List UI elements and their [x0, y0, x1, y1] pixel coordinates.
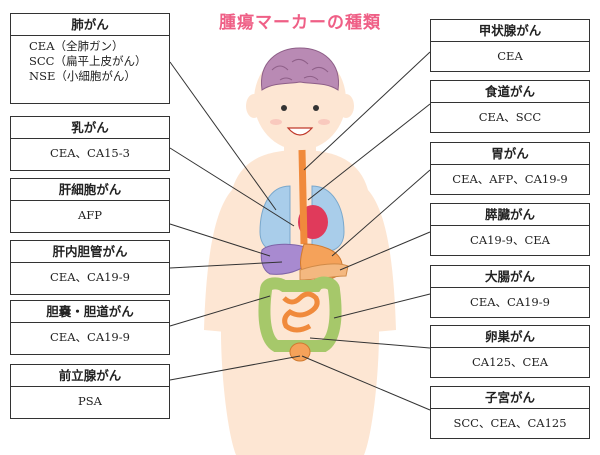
marker-text: SCC（扁平上皮がん）: [29, 54, 147, 68]
box-title: 膵臓がん: [431, 204, 589, 226]
diagram-title: 腫瘍マーカーの種類: [219, 13, 381, 33]
colorectal-cancer-box: 大腸がん CEA、CA19-9: [430, 265, 590, 318]
esophagus: [298, 149, 308, 245]
marker-text: CA125、CEA: [471, 355, 549, 369]
marker-text: CEA: [497, 49, 523, 63]
box-title: 肝内胆管がん: [11, 241, 169, 263]
uterine-cancer-box: 子宮がん SCC、CEA、CA125: [430, 386, 590, 439]
box-title: 肝細胞がん: [11, 179, 169, 201]
intrahepatic-bile-duct-cancer-box: 肝内胆管がん CEA、CA19-9: [10, 240, 170, 295]
left-arm: [204, 190, 236, 332]
right-arm: [364, 190, 396, 332]
liver-cell-cancer-box: 肝細胞がん AFP: [10, 178, 170, 233]
marker-text: AFP: [77, 208, 103, 222]
gallbladder-bile-duct-cancer-box: 胆嚢・胆道がん CEA、CA19-9: [10, 300, 170, 355]
box-title: 甲状腺がん: [431, 20, 589, 42]
marker-text: CEA、CA19-9: [50, 330, 130, 344]
marker-text: CEA、SCC: [478, 110, 542, 124]
box-title: 胃がん: [431, 143, 589, 165]
marker-text: NSE（小細胞がん）: [29, 69, 136, 83]
marker-text: CEA、AFP、CA19-9: [452, 172, 568, 186]
prostate-cancer-box: 前立腺がん PSA: [10, 364, 170, 419]
box-title: 食道がん: [431, 81, 589, 103]
box-title: 子宮がん: [431, 387, 589, 409]
pancreas: [299, 263, 349, 281]
marker-text: CEA（全肺ガン）: [29, 39, 124, 53]
marker-text: CEA、CA19-9: [50, 270, 130, 284]
box-title: 乳がん: [11, 117, 169, 139]
breast-cancer-box: 乳がん CEA、CA15-3: [10, 116, 170, 171]
lung-cancer-box: 肺がん CEA（全肺ガン） SCC（扁平上皮がん） NSE（小細胞がん）: [10, 13, 170, 104]
marker-text: CA19-9、CEA: [470, 233, 550, 247]
box-title: 前立腺がん: [11, 365, 169, 387]
large-intestine: [258, 276, 342, 352]
box-title: 胆嚢・胆道がん: [11, 301, 169, 323]
marker-text: CEA、CA15-3: [50, 146, 130, 160]
thyroid-cancer-box: 甲状腺がん CEA: [430, 19, 590, 72]
marker-text: CEA、CA19-9: [470, 295, 550, 309]
right-eye: [313, 105, 319, 111]
mouth: [286, 127, 314, 136]
box-title: 大腸がん: [431, 266, 589, 288]
small-intestine: [282, 291, 320, 333]
box-title: 卵巣がん: [431, 326, 589, 348]
stomach-cancer-box: 胃がん CEA、AFP、CA19-9: [430, 142, 590, 195]
left-eye: [281, 105, 287, 111]
esophageal-cancer-box: 食道がん CEA、SCC: [430, 80, 590, 133]
marker-text: SCC、CEA、CA125: [453, 416, 567, 430]
box-title: 肺がん: [11, 14, 169, 36]
connector-lines: [169, 51, 431, 411]
marker-text: PSA: [78, 394, 102, 408]
pancreatic-cancer-box: 膵臓がん CA19-9、CEA: [430, 203, 590, 256]
ovarian-cancer-box: 卵巣がん CA125、CEA: [430, 325, 590, 378]
